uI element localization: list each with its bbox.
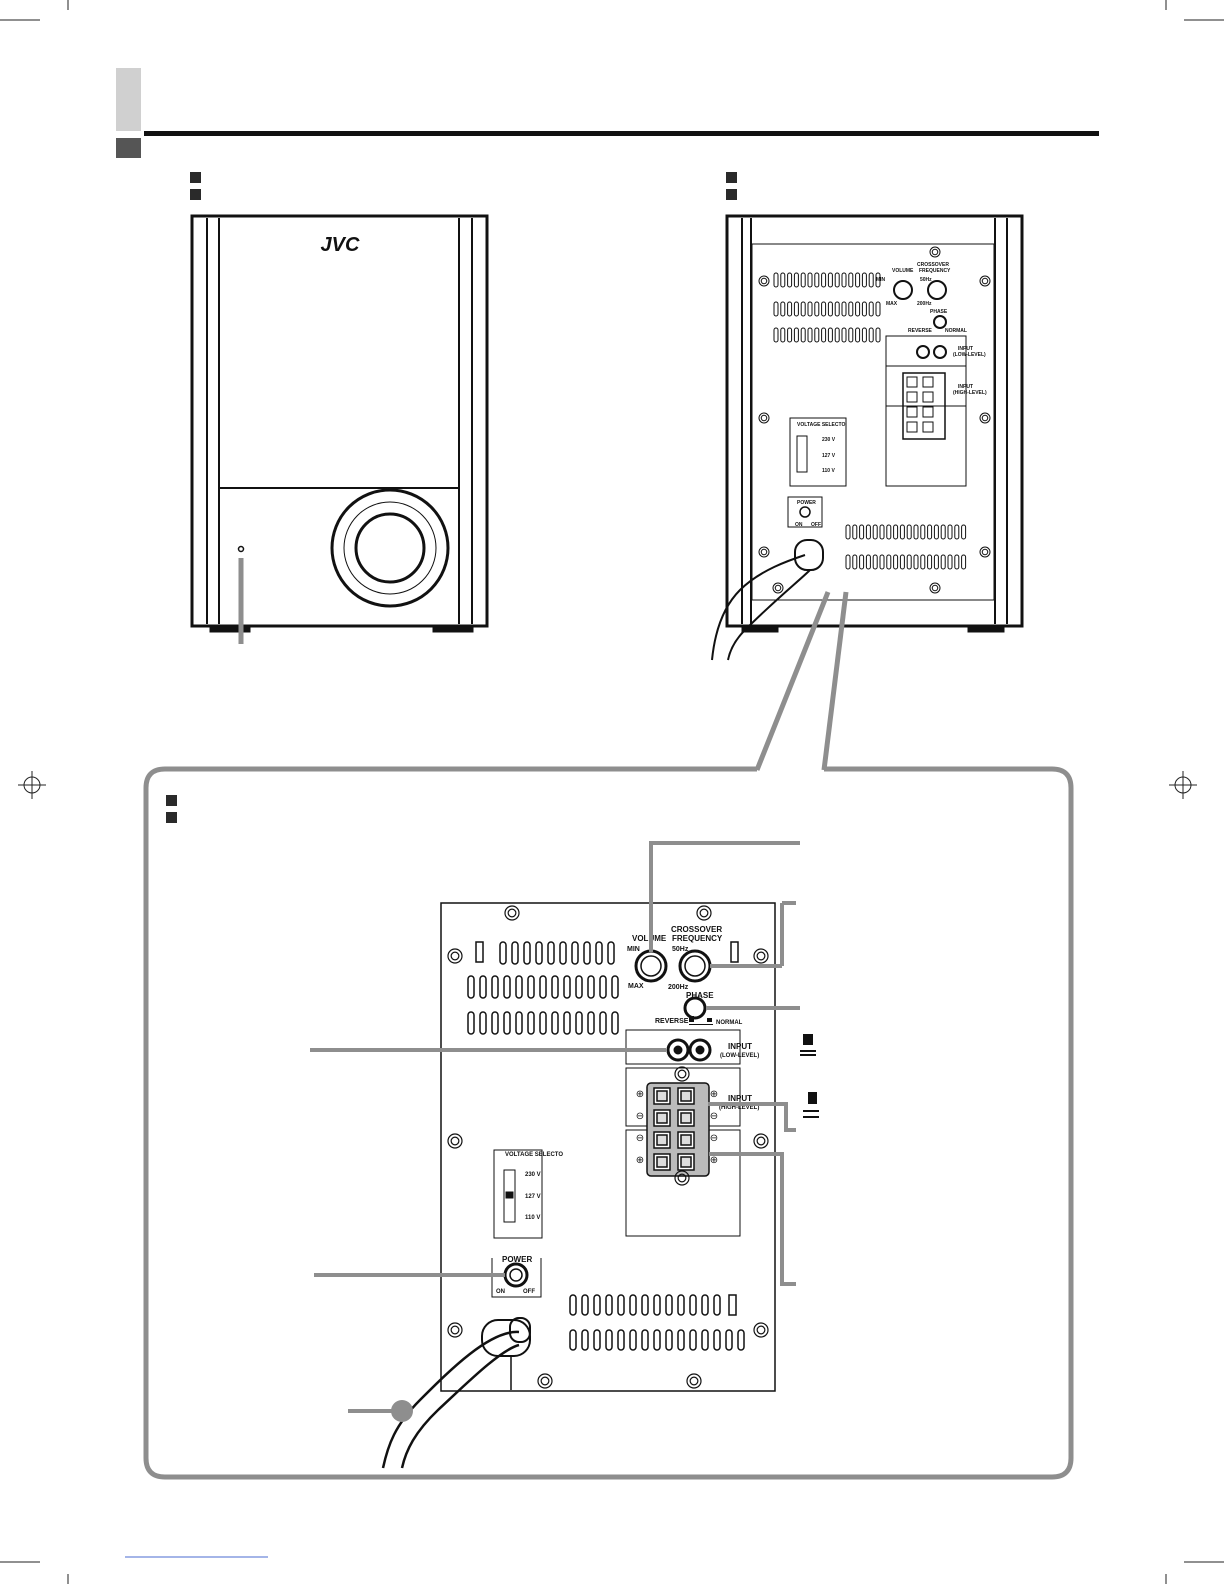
polarity-symbols: ⊕ ⊕ ⊖ ⊖ ⊖ ⊖ ⊕ ⊕ xyxy=(636,1089,718,1166)
brand-logo: JVC xyxy=(321,234,360,256)
leader-lines xyxy=(310,841,800,1413)
svg-text:FREQUENCY: FREQUENCY xyxy=(919,268,951,274)
svg-text:POWER: POWER xyxy=(797,500,816,506)
svg-text:NORMAL: NORMAL xyxy=(716,1020,743,1026)
svg-text:⊕: ⊕ xyxy=(710,1089,718,1100)
detail-view-marker xyxy=(166,795,177,806)
power-cord-marker xyxy=(391,1400,413,1422)
svg-text:PHASE: PHASE xyxy=(686,991,714,1000)
rear-view-marker xyxy=(726,189,737,200)
svg-text:VOLUME: VOLUME xyxy=(892,268,914,274)
detail-panel xyxy=(381,902,776,1469)
svg-text:FREQUENCY: FREQUENCY xyxy=(672,934,723,943)
front-view-marker xyxy=(190,189,201,200)
svg-text:⊕: ⊕ xyxy=(636,1089,644,1100)
svg-text:REVERSE: REVERSE xyxy=(655,1018,689,1025)
header-rule xyxy=(144,131,1099,136)
svg-text:VOLTAGE SELECTO: VOLTAGE SELECTO xyxy=(505,1152,563,1158)
svg-text:110 V: 110 V xyxy=(525,1215,540,1221)
svg-text:127 V: 127 V xyxy=(822,453,836,459)
svg-text:MAX: MAX xyxy=(886,301,898,307)
svg-text:⊖: ⊖ xyxy=(636,1111,644,1122)
svg-text:CROSSOVER: CROSSOVER xyxy=(671,925,722,934)
svg-text:OFF: OFF xyxy=(811,522,821,528)
header-tab-light xyxy=(116,68,141,131)
detail-labels: VOLUME MIN MAX CROSSOVER FREQUENCY 50Hz … xyxy=(496,925,759,1295)
rear-vents-small xyxy=(773,272,967,570)
front-view-marker xyxy=(190,172,201,183)
svg-text:ON: ON xyxy=(795,522,803,528)
svg-text:(LOW-LEVEL): (LOW-LEVEL) xyxy=(953,352,986,358)
svg-text:PHASE: PHASE xyxy=(930,309,948,315)
svg-text:VOLTAGE SELECTO: VOLTAGE SELECTO xyxy=(797,422,845,428)
header-tab-dark xyxy=(116,138,141,158)
rear-view-drawing xyxy=(711,214,1024,661)
svg-text:INPUT: INPUT xyxy=(728,1042,752,1051)
svg-text:200Hz: 200Hz xyxy=(668,984,689,991)
svg-text:200Hz: 200Hz xyxy=(917,301,932,307)
svg-text:50Hz: 50Hz xyxy=(672,946,689,953)
svg-text:⊕: ⊕ xyxy=(710,1155,718,1166)
svg-text:CROSSOVER: CROSSOVER xyxy=(917,262,949,268)
rear-screws-small xyxy=(758,246,991,594)
svg-text:REVERSE: REVERSE xyxy=(908,328,933,334)
svg-text:INPUT: INPUT xyxy=(728,1094,752,1103)
svg-text:INPUT: INPUT xyxy=(958,384,973,390)
svg-text:⊕: ⊕ xyxy=(636,1155,644,1166)
switch-position-icons xyxy=(800,1034,819,1118)
svg-text:(LOW-LEVEL): (LOW-LEVEL) xyxy=(720,1053,759,1059)
svg-text:POWER: POWER xyxy=(502,1255,532,1264)
svg-text:(HIGH-LEVEL): (HIGH-LEVEL) xyxy=(953,390,987,396)
svg-text:230 V: 230 V xyxy=(525,1172,541,1178)
svg-text:127 V: 127 V xyxy=(525,1194,541,1200)
rear-vents-detail xyxy=(467,941,745,1351)
svg-text:ON: ON xyxy=(496,1289,505,1295)
svg-text:INPUT: INPUT xyxy=(958,346,973,352)
detail-view-marker xyxy=(166,812,177,823)
svg-text:⊖: ⊖ xyxy=(636,1133,644,1144)
svg-text:⊖: ⊖ xyxy=(710,1111,718,1122)
svg-text:230 V: 230 V xyxy=(822,437,836,443)
detail-callout-frame xyxy=(143,766,1074,1480)
svg-text:MAX: MAX xyxy=(628,983,644,990)
svg-text:⊖: ⊖ xyxy=(710,1133,718,1144)
rear-view-marker xyxy=(726,172,737,183)
rear-screws-detail xyxy=(447,905,769,1389)
speaker-terminals xyxy=(653,1087,695,1171)
svg-text:OFF: OFF xyxy=(523,1289,535,1295)
svg-text:NORMAL: NORMAL xyxy=(945,328,967,334)
svg-text:(HIGH-LEVEL): (HIGH-LEVEL) xyxy=(719,1105,759,1111)
svg-text:MIN: MIN xyxy=(627,946,640,953)
rear-small-labels: VOLUME CROSSOVER FREQUENCY MIN MAX 50Hz … xyxy=(795,262,987,528)
svg-text:110 V: 110 V xyxy=(822,468,835,474)
front-view-drawing xyxy=(190,214,489,644)
svg-text:50Hz: 50Hz xyxy=(920,277,932,283)
svg-text:MIN: MIN xyxy=(876,277,886,283)
